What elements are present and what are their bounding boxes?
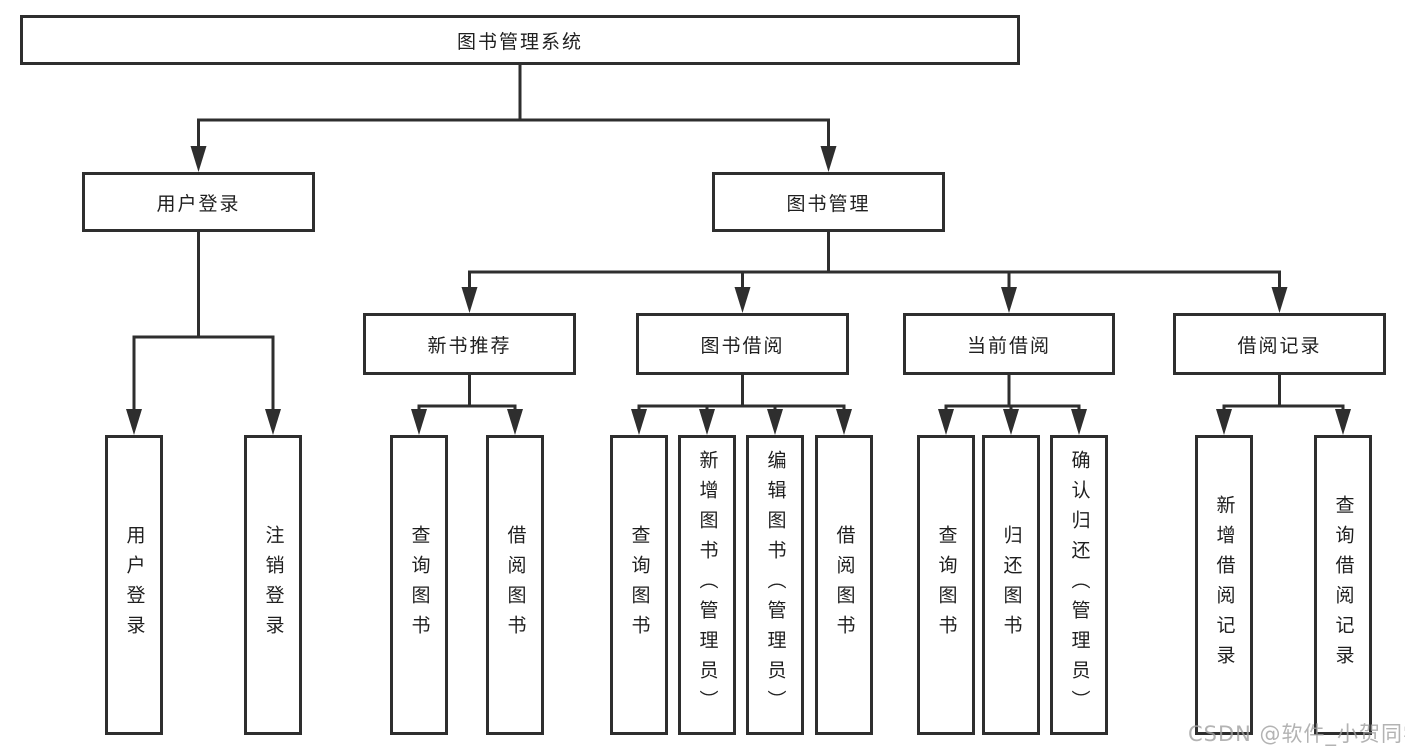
node-user-login-label: 用户登录	[156, 192, 241, 215]
leaf-current-return: 归还图书	[982, 435, 1040, 735]
connector-records-children	[1216, 373, 1351, 435]
connector-book-mgmt-children	[461, 230, 1288, 313]
leaf-borrowing-add-label: 新增图书（管理员）	[696, 450, 719, 720]
node-records: 借阅记录	[1173, 313, 1386, 375]
leaf-new-books-borrow-label: 借阅图书	[504, 525, 527, 645]
leaf-logout-label: 注销登录	[262, 525, 285, 645]
leaf-borrowing-borrow-label: 借阅图书	[833, 525, 856, 645]
leaf-current-confirm: 确认归还（管理员）	[1050, 435, 1108, 735]
node-new-books: 新书推荐	[363, 313, 576, 375]
leaf-current-confirm-label: 确认归还（管理员）	[1068, 450, 1091, 720]
leaf-current-query-label: 查询图书	[935, 525, 958, 645]
leaf-user-login: 用户登录	[105, 435, 163, 735]
csdn-watermark: CSDN @软件_小贺同学	[1188, 722, 1405, 746]
leaf-current-query: 查询图书	[917, 435, 975, 735]
leaf-new-books-query-label: 查询图书	[408, 525, 431, 645]
connector-current-children	[938, 373, 1087, 435]
leaf-borrowing-edit: 编辑图书（管理员）	[746, 435, 804, 735]
leaf-new-books-borrow: 借阅图书	[486, 435, 544, 735]
leaf-records-query: 查询借阅记录	[1314, 435, 1372, 735]
leaf-borrowing-query: 查询图书	[610, 435, 668, 735]
leaf-logout: 注销登录	[244, 435, 302, 735]
connector-new-books-children	[411, 373, 523, 435]
leaf-current-return-label: 归还图书	[1000, 525, 1023, 645]
node-book-mgmt: 图书管理	[712, 172, 945, 232]
connector-user-login-children	[126, 230, 281, 435]
node-user-login: 用户登录	[82, 172, 315, 232]
node-records-label: 借阅记录	[1237, 334, 1322, 357]
connector-root-to-level2	[190, 63, 837, 172]
node-current: 当前借阅	[903, 313, 1115, 375]
leaf-records-query-label: 查询借阅记录	[1332, 495, 1355, 675]
leaf-records-add: 新增借阅记录	[1195, 435, 1253, 735]
node-current-label: 当前借阅	[966, 334, 1051, 357]
leaf-borrowing-query-label: 查询图书	[628, 525, 651, 645]
node-new-books-label: 新书推荐	[427, 334, 512, 357]
node-book-mgmt-label: 图书管理	[786, 192, 871, 215]
node-root-label: 图书管理系统	[456, 30, 583, 53]
connector-borrowing-children	[631, 373, 852, 435]
node-root: 图书管理系统	[20, 15, 1020, 65]
leaf-user-login-label: 用户登录	[123, 525, 146, 645]
node-borrowing: 图书借阅	[636, 313, 849, 375]
node-borrowing-label: 图书借阅	[700, 334, 785, 357]
leaf-borrowing-edit-label: 编辑图书（管理员）	[764, 450, 787, 720]
leaf-borrowing-borrow: 借阅图书	[815, 435, 873, 735]
leaf-borrowing-add: 新增图书（管理员）	[678, 435, 736, 735]
leaf-new-books-query: 查询图书	[390, 435, 448, 735]
leaf-records-add-label: 新增借阅记录	[1213, 495, 1236, 675]
